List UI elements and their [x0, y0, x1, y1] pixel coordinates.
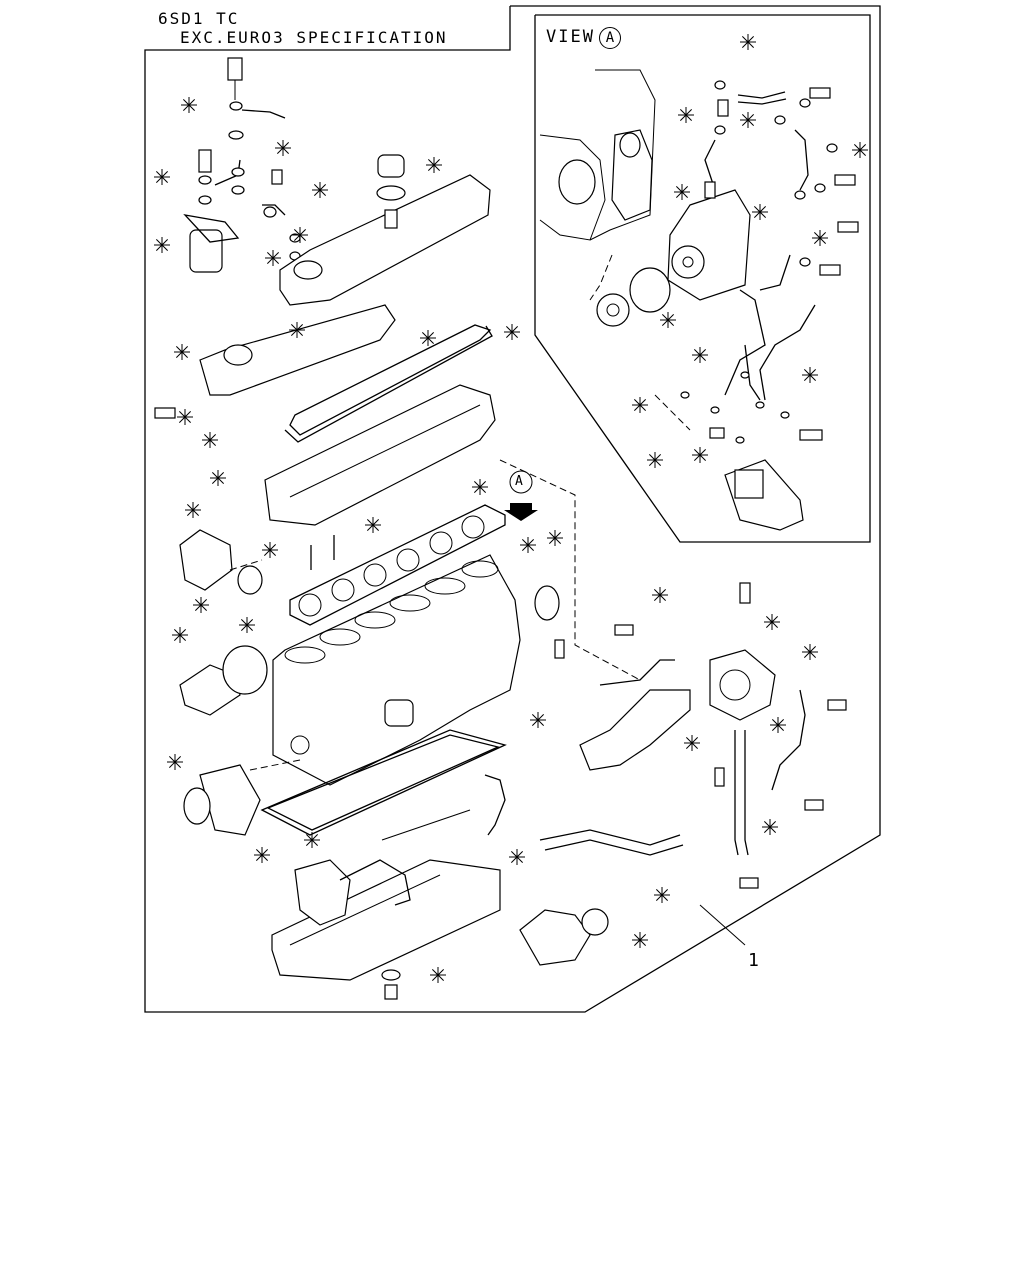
asterisk-icon: [154, 169, 170, 185]
asterisk-icon: [254, 847, 270, 863]
alignment-line-b: [249, 759, 301, 771]
main-frame: [144, 5, 881, 1013]
asterisk-icon: [852, 142, 868, 158]
asterisk-icon: [740, 112, 756, 128]
model-label: 6SD1 TC: [158, 9, 240, 28]
asterisk-icon-group: [154, 34, 868, 983]
asterisk-icon: [654, 887, 670, 903]
specification-label: EXC.EURO3 SPECIFICATION: [180, 28, 448, 47]
asterisk-icon: [174, 344, 190, 360]
asterisk-icon: [262, 542, 278, 558]
asterisk-icon: [289, 322, 305, 338]
asterisk-icon: [177, 409, 193, 425]
asterisk-icon: [172, 627, 188, 643]
asterisk-icon: [752, 204, 768, 220]
asterisk-icon: [185, 502, 201, 518]
asterisk-icon: [652, 587, 668, 603]
alignment-line-c: [229, 559, 263, 571]
alignment-line-a: [499, 459, 641, 681]
asterisk-icon: [154, 237, 170, 253]
view-marker-letter: A: [515, 474, 523, 489]
asterisk-icon: [530, 712, 546, 728]
asterisk-icon: [770, 717, 786, 733]
asterisk-icon: [802, 367, 818, 383]
asterisk-icon: [167, 754, 183, 770]
asterisk-icon: [692, 347, 708, 363]
asterisk-icon: [764, 614, 780, 630]
view-a-parts: [539, 69, 859, 531]
asterisk-icon: [520, 537, 536, 553]
asterisk-icon: [547, 530, 563, 546]
asterisk-icon: [181, 97, 197, 113]
asterisk-icon: [472, 479, 488, 495]
view-a-marker-circle: [509, 470, 533, 494]
asterisk-icon: [265, 250, 281, 266]
asterisk-icon: [632, 397, 648, 413]
asterisk-icon: [647, 452, 663, 468]
asterisk-icon: [762, 819, 778, 835]
arrow-down-icon: [504, 503, 538, 521]
asterisk-icon: [509, 849, 525, 865]
asterisk-icon: [632, 932, 648, 948]
asterisk-icon: [674, 184, 690, 200]
asterisk-icon: [802, 644, 818, 660]
asterisk-icon: [312, 182, 328, 198]
asterisk-icon: [660, 312, 676, 328]
inset-alignment-line: [589, 254, 613, 301]
callout-leader: [699, 904, 746, 946]
asterisk-icon: [210, 470, 226, 486]
asterisk-icon: [365, 517, 381, 533]
asterisk-icon: [193, 597, 209, 613]
asterisk-icon: [692, 447, 708, 463]
asterisk-icon: [304, 832, 320, 848]
asterisk-icon: [239, 617, 255, 633]
asterisk-icon: [504, 324, 520, 340]
view-a-inset-frame: [534, 14, 871, 543]
inset-alignment-line-b: [654, 394, 691, 431]
view-letter-circled: A: [598, 27, 621, 49]
asterisk-icon: [292, 227, 308, 243]
engine-main-parts: [154, 57, 847, 1000]
view-prefix: VIEW: [546, 27, 595, 47]
asterisk-icon: [420, 330, 436, 346]
asterisk-icon: [202, 432, 218, 448]
asterisk-icon: [812, 230, 828, 246]
callout-number: 1: [748, 950, 759, 971]
asterisk-icon: [684, 735, 700, 751]
asterisk-icon: [275, 140, 291, 156]
asterisk-icon: [426, 157, 442, 173]
asterisk-icon: [430, 967, 446, 983]
asterisk-icon: [740, 34, 756, 50]
asterisk-icon: [678, 107, 694, 123]
